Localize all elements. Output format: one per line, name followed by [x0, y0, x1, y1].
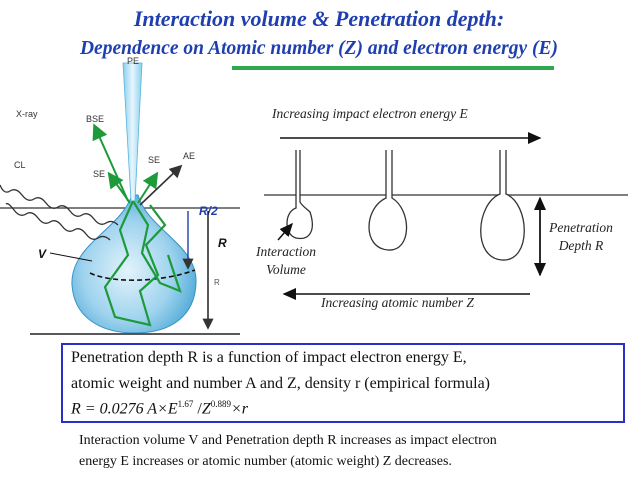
conclusion-note: Interaction volume V and Penetration dep…: [79, 430, 619, 472]
formula-rho: r: [242, 400, 248, 417]
formula-z-exponent: 0.889: [211, 399, 231, 409]
note-line-1: Interaction volume V and Penetration dep…: [79, 430, 619, 451]
formula-box: Penetration depth R is a function of imp…: [61, 343, 625, 423]
slide-title: Interaction volume & Penetration depth:: [0, 6, 638, 32]
penetration-depth-label: Penetration Depth R: [533, 219, 629, 255]
cl-wave: [6, 204, 110, 240]
bse-label: BSE: [86, 114, 104, 124]
primary-beam: [123, 63, 142, 201]
interaction-volume-large: [481, 150, 525, 260]
formula-line-1: Penetration depth R is a function of imp…: [71, 349, 467, 367]
formula-lhs: R = 0.0276 A: [71, 400, 157, 417]
penetration-depth-diagram: [240, 100, 638, 325]
pe-label: PE: [127, 56, 139, 66]
interaction-volume-line1: Interaction: [246, 243, 326, 261]
se-left-arrow: [110, 175, 130, 203]
ae-label: AE: [183, 151, 195, 161]
cl-label: CL: [14, 160, 26, 170]
penetration-depth-line1: Penetration: [533, 219, 629, 237]
energy-label: Increasing impact electron energy E: [272, 106, 468, 122]
v-label: V: [38, 247, 47, 261]
note-line-2: energy E increases or atomic number (ato…: [79, 451, 619, 472]
formula-line-2: atomic weight and number A and Z, densit…: [71, 375, 490, 393]
atomic-number-label: Increasing atomic number Z: [321, 295, 474, 311]
interaction-volume-medium: [369, 150, 407, 250]
interaction-volume-label: Interaction Volume: [246, 243, 326, 279]
formula-e: E: [168, 400, 178, 417]
interaction-volume-line2: Volume: [246, 261, 326, 279]
formula-times-1: ×: [157, 400, 168, 417]
formula-times-2: ×: [231, 400, 242, 417]
r-label: R: [218, 236, 227, 250]
se-left-label: SE: [93, 169, 105, 179]
formula-z: Z: [202, 400, 211, 417]
subtitle-underline: [232, 66, 554, 70]
r-small-label: R: [214, 278, 220, 287]
formula-e-exponent: 1.67: [178, 399, 194, 409]
interaction-volume-diagram: PE BSE SE SE AE X-ray CL R/2 R R V: [0, 55, 240, 345]
formula-equation: R = 0.0276 A×E1.67 /Z0.889×r: [71, 399, 248, 418]
xray-label: X-ray: [16, 109, 38, 119]
bse-arrow: [95, 127, 128, 201]
ae-arrow: [140, 167, 180, 205]
se-right-label: SE: [148, 155, 160, 165]
penetration-depth-line2: Depth R: [533, 237, 629, 255]
xray-wave: [0, 185, 118, 225]
